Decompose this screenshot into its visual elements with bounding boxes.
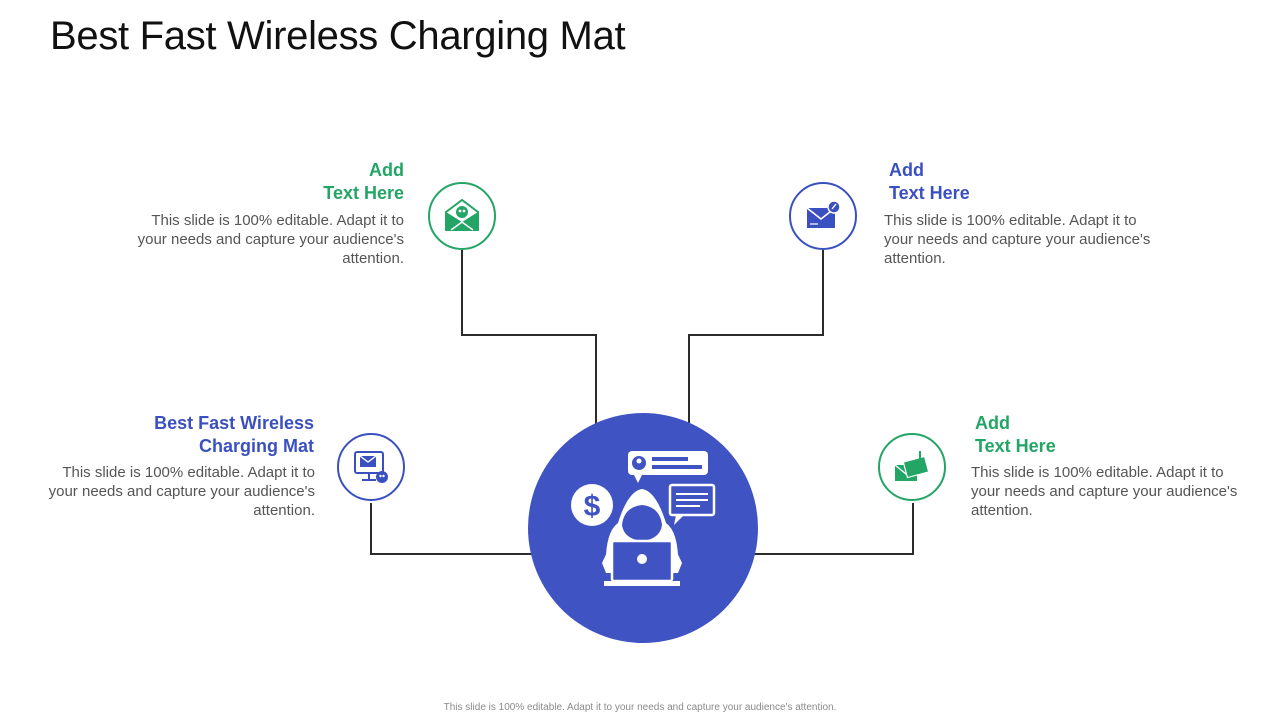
slide-title: Best Fast Wireless Charging Mat — [50, 14, 626, 58]
item-heading-line2: Text Here — [975, 436, 1056, 456]
item-description-bottom-right: This slide is 100% editable. Adapt it to… — [971, 464, 1238, 519]
connector-bottom-right — [745, 503, 914, 555]
item-heading-line1: Add — [975, 413, 1010, 433]
svg-text:$: $ — [584, 490, 601, 523]
item-heading-line2: Text Here — [889, 183, 970, 203]
item-heading-bottom-right: Add Text Here — [975, 412, 1195, 458]
connector-top-left — [461, 250, 597, 425]
item-heading-line1: Best Fast Wireless — [154, 413, 314, 433]
item-heading-line1: Add — [369, 160, 404, 180]
connector-top-right — [688, 250, 824, 425]
node-circle-top-left — [428, 182, 496, 250]
item-heading-top-left: Add Text Here — [214, 159, 404, 205]
mail-skull-icon — [445, 198, 479, 231]
mail-fishing-hook-icon — [894, 451, 930, 481]
item-heading-bottom-left: Best Fast Wireless Charging Mat — [94, 412, 314, 458]
item-description-top-left: This slide is 100% editable. Adapt it to… — [137, 212, 404, 267]
monitor-mail-skull-icon — [354, 451, 388, 483]
connector-bottom-left — [370, 503, 540, 555]
mail-attachment-icon — [806, 200, 841, 228]
node-circle-bottom-left — [337, 433, 405, 501]
item-heading-line2: Charging Mat — [199, 436, 314, 456]
item-heading-line2: Text Here — [323, 183, 404, 203]
node-circle-top-right — [789, 182, 857, 250]
center-circle: $ — [528, 413, 758, 643]
item-description-bottom-left: This slide is 100% editable. Adapt it to… — [48, 464, 315, 519]
footer-note: This slide is 100% editable. Adapt it to… — [443, 702, 837, 713]
node-circle-bottom-right — [878, 433, 946, 501]
hacker-laptop-icon: $ — [571, 451, 716, 586]
item-description-top-right: This slide is 100% editable. Adapt it to… — [884, 212, 1151, 267]
item-heading-top-right: Add Text Here — [889, 159, 1109, 205]
item-heading-line1: Add — [889, 160, 924, 180]
